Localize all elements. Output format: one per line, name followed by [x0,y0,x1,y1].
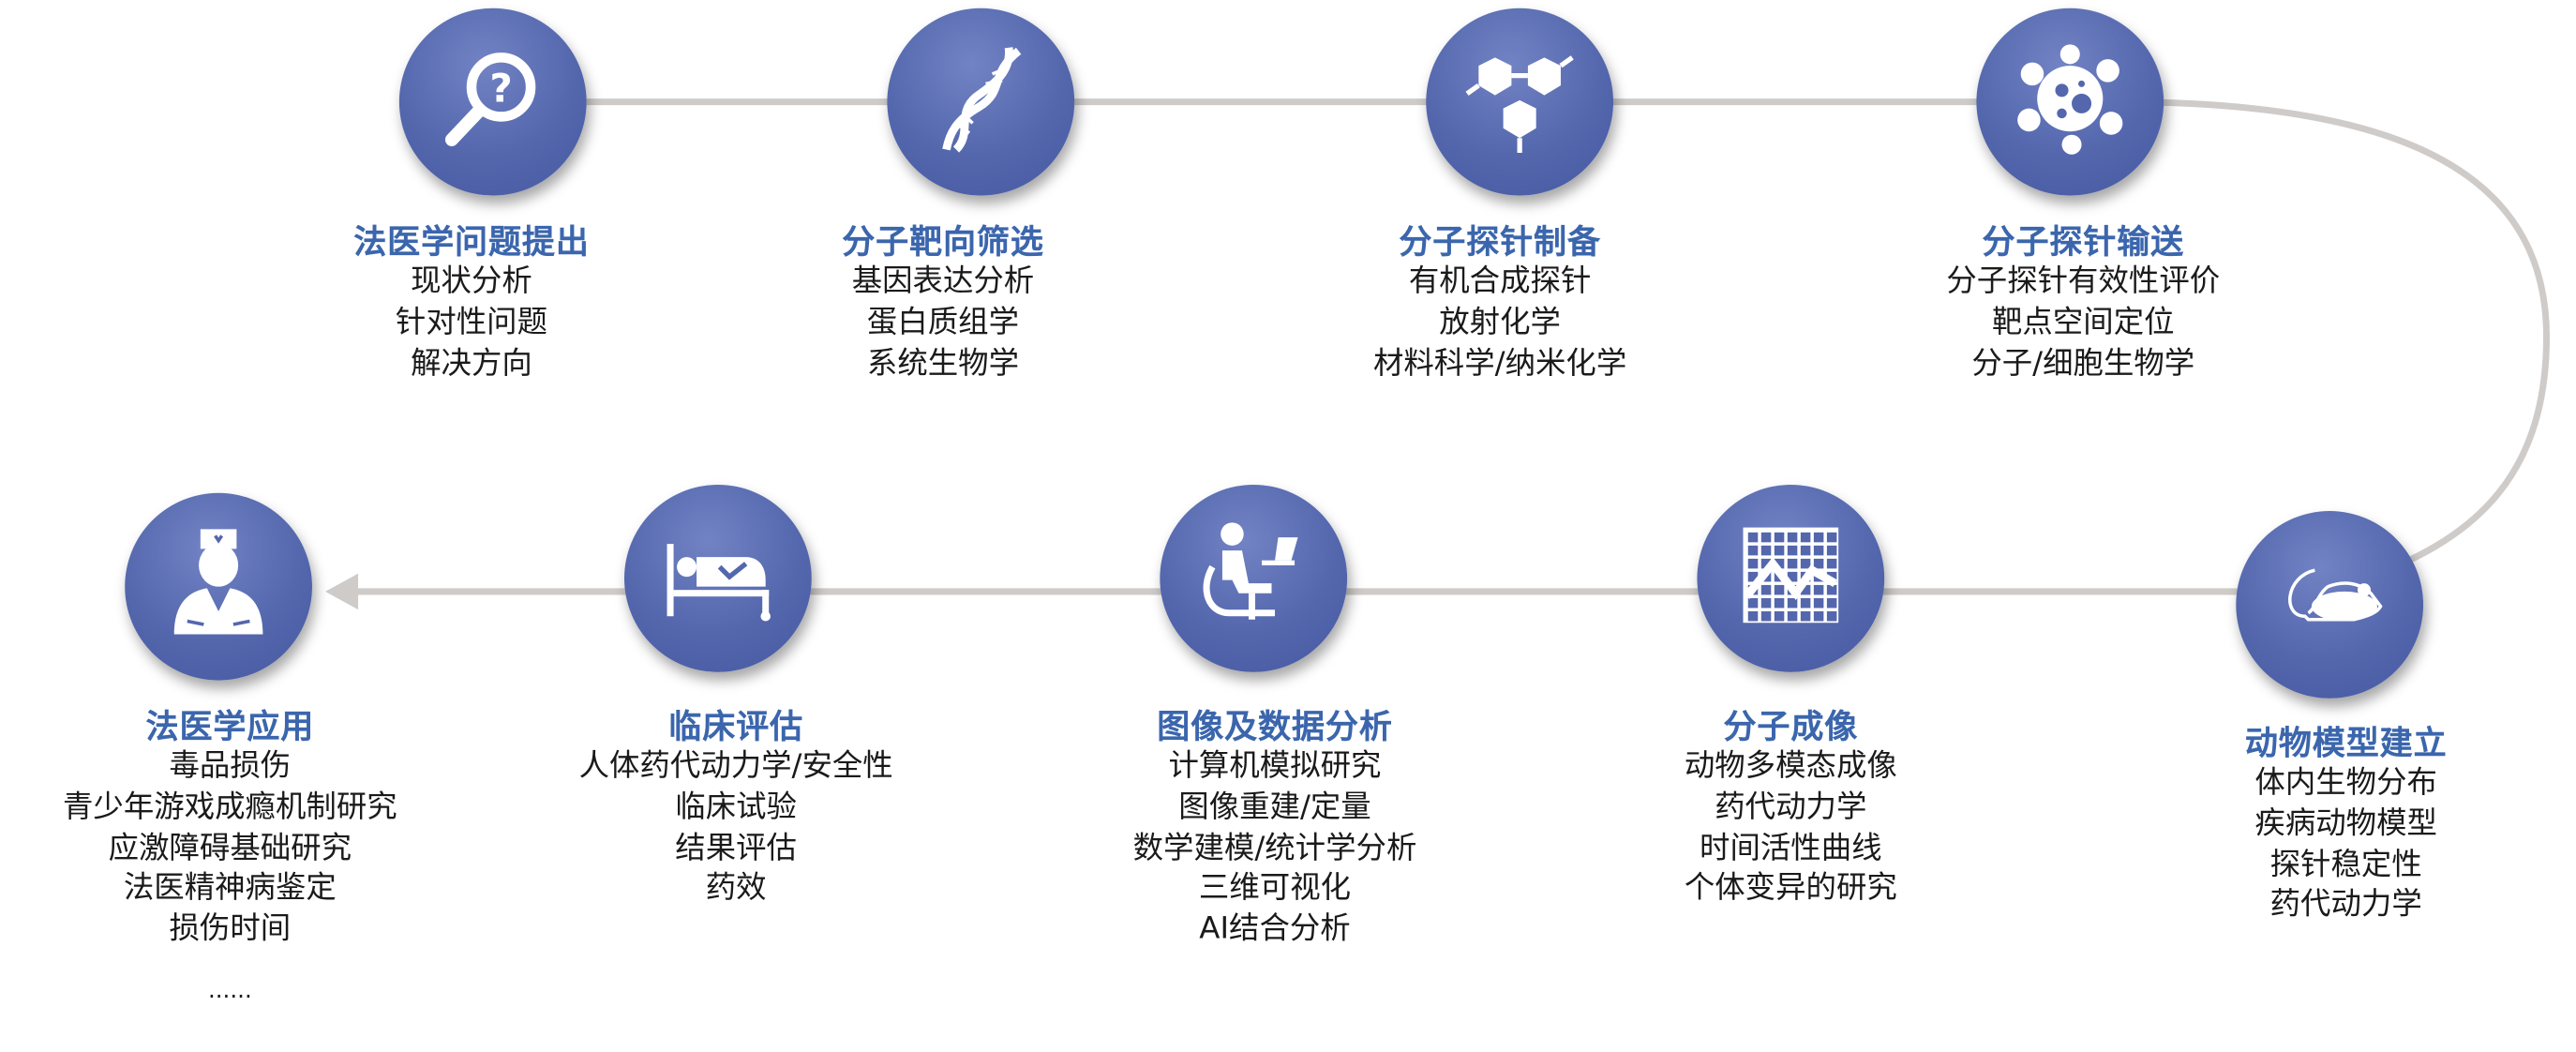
step-detail-item: 损伤时间 [169,912,292,947]
magnifier-question-icon: ? [435,41,550,163]
step-detail-item: 时间活性曲线 [1700,831,1882,865]
step-detail-item: 药效 [705,871,767,907]
step-circle-question: ? [398,8,587,196]
step-circle-clinical [623,485,812,672]
step-title: 分子探针制备 [1399,221,1601,262]
step-detail-item: 体内生物分布 [2254,765,2437,801]
step-title: 分子成像 [1723,706,1859,746]
step-detail-item: 疾病动物模型 [2254,806,2437,841]
step-detail-item: 系统生物学 [866,346,1020,381]
step-detail-item: 三维可视化 [1198,871,1352,907]
step-circle-animal [2236,511,2424,699]
step-detail-item: 蛋白质组学 [866,305,1020,340]
virus-icon [2013,41,2128,163]
doctor-icon [161,526,277,648]
step-text-animal: 动物模型建立体内生物分布疾病动物模型探针稳定性药代动力学 [2050,721,2576,926]
step-circle-target [887,8,1075,196]
step-detail-item: 放射化学 [1439,305,1561,340]
step-detail-item: 靶点空间定位 [1992,305,2175,340]
step-detail-item: 临床试验 [675,789,798,825]
mouse-icon [2272,544,2388,666]
step-detail-item: 针对性问题 [395,305,548,340]
step-detail-item: 药代动力学 [2269,888,2422,923]
step-text-target: 分子靶向筛选基因表达分析蛋白质组学系统生物学 [648,220,1239,385]
step-circle-probe-delivery [1976,8,2164,196]
molecule-hexagon-icon [1462,41,1578,163]
step-detail-item: 解决方向 [411,346,532,381]
step-title: 图像及数据分析 [1157,706,1393,746]
step-detail-item: 基因表达分析 [851,264,1035,299]
step-detail-item: 动物多模态成像 [1684,749,1897,784]
step-detail-item: 数学建模/统计学分析 [1132,831,1417,865]
step-detail-item: 分子探针有效性评价 [1946,264,2221,299]
step-circle-application [125,492,312,681]
step-detail-item: ...... [207,977,252,1004]
step-circle-imaging [1697,485,1885,672]
step-detail-item: 个体变异的研究 [1684,871,1897,907]
step-detail-item: 药代动力学 [1715,789,1867,825]
step-text-question: 法医学问题提出现状分析针对性问题解决方向 [176,220,768,385]
step-title: 临床评估 [668,706,804,746]
step-detail-item: 毒品损伤 [169,749,292,784]
step-detail-item: 分子/细胞生物学 [1971,346,2195,381]
step-title: 法医学应用 [145,706,315,746]
arrow-head-icon [325,573,359,610]
step-text-probe-delivery: 分子探针输送分子探针有效性评价靶点空间定位分子/细胞生物学 [1788,220,2379,385]
step-detail-item: 现状分析 [411,264,532,299]
line-chart-icon [1733,518,1849,639]
step-detail-item: 法医精神病鉴定 [123,871,337,907]
step-text-probe-prep: 分子探针制备有机合成探针放射化学材料科学/纳米化学 [1205,220,1796,385]
dna-icon [923,41,1039,163]
step-detail-item: 人体药代动力学/安全性 [578,749,893,784]
step-circle-analysis [1160,485,1348,672]
step-detail-item: 结果评估 [675,831,798,865]
step-text-application: 法医学应用毒品损伤青少年游戏成瘾机制研究应激障碍基础研究法医精神病鉴定损伤时间.… [0,705,526,1012]
step-title: 法医学问题提出 [353,221,590,262]
step-detail-item: 青少年游戏成瘾机制研究 [63,789,397,825]
step-detail-item: 有机合成探针 [1408,264,1592,299]
step-text-clinical: 临床评估人体药代动力学/安全性临床试验结果评估药效 [441,705,1032,910]
step-text-analysis: 图像及数据分析计算机模拟研究图像重建/定量数学建模/统计学分析三维可视化 AI结合… [980,705,1571,952]
hospital-bed-icon [661,518,776,639]
svg-text:?: ? [489,66,512,112]
step-detail-item: 应激障碍基础研究 [108,831,352,865]
step-detail-item: AI结合分析 [1199,912,1351,947]
connector-path [492,98,2551,582]
step-text-imaging: 分子成像动物多模态成像药代动力学时间活性曲线个体变异的研究 [1495,705,2087,910]
step-detail-item: 图像重建/定量 [1178,789,1371,825]
person-laptop-icon [1196,518,1311,639]
step-detail-item: 探针稳定性 [2269,847,2422,882]
step-circle-probe-prep [1426,8,1614,196]
step-title: 动物模型建立 [2244,723,2448,763]
step-detail-item: 材料科学/纳米化学 [1372,346,1627,381]
step-title: 分子探针输送 [1982,221,2185,262]
step-title: 分子靶向筛选 [842,221,1044,262]
step-detail-item: 计算机模拟研究 [1168,749,1382,784]
